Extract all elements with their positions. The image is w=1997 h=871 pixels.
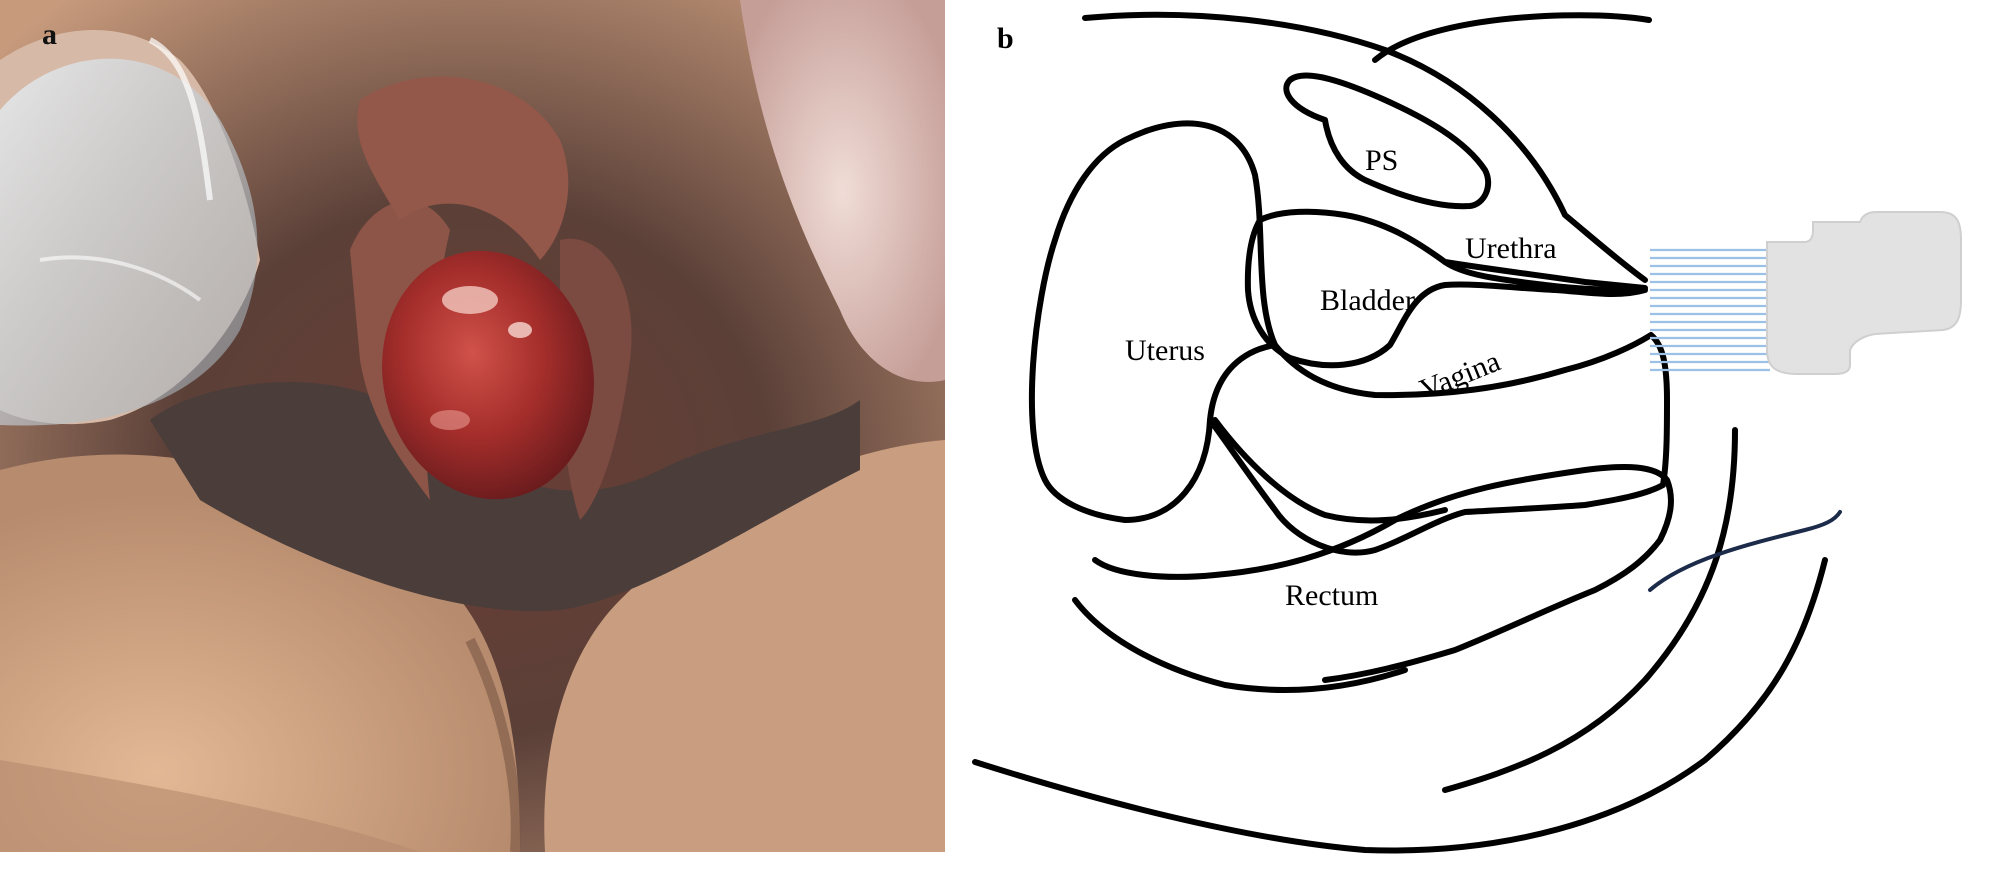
posterior-outline <box>1442 427 1738 793</box>
urethra-outline <box>1442 259 1648 291</box>
pubic-symphysis-outline <box>1283 72 1492 210</box>
label-vagina: Vagina <box>1415 345 1505 407</box>
label-bladder: Bladder <box>1320 284 1415 317</box>
anatomy-diagram: PS Urethra Bladder Uterus Vagina Rectum <box>972 11 1962 854</box>
clinical-photo <box>0 0 945 852</box>
label-ps: PS <box>1365 144 1398 177</box>
clinical-photo-panel: a <box>0 0 945 852</box>
label-rectum: Rectum <box>1285 579 1378 612</box>
panel-label-b: b <box>997 22 1014 55</box>
probe-head <box>1766 211 1962 375</box>
rectum-lower-outline <box>1072 597 1408 693</box>
upper-contour-outline <box>1372 12 1652 63</box>
label-urethra: Urethra <box>1465 232 1557 265</box>
uterus-outline <box>1028 120 1278 523</box>
label-uterus: Uterus <box>1125 334 1205 367</box>
panel-label-a: a <box>42 18 57 51</box>
rectum-outline <box>1092 464 1674 683</box>
ultrasound-probe <box>1650 211 1962 375</box>
abdominal-wall-outline <box>1082 11 1648 283</box>
sacral-outline <box>972 557 1828 854</box>
vaginal-string <box>1648 510 1842 592</box>
anatomy-diagram-panel: b <box>945 0 1997 866</box>
